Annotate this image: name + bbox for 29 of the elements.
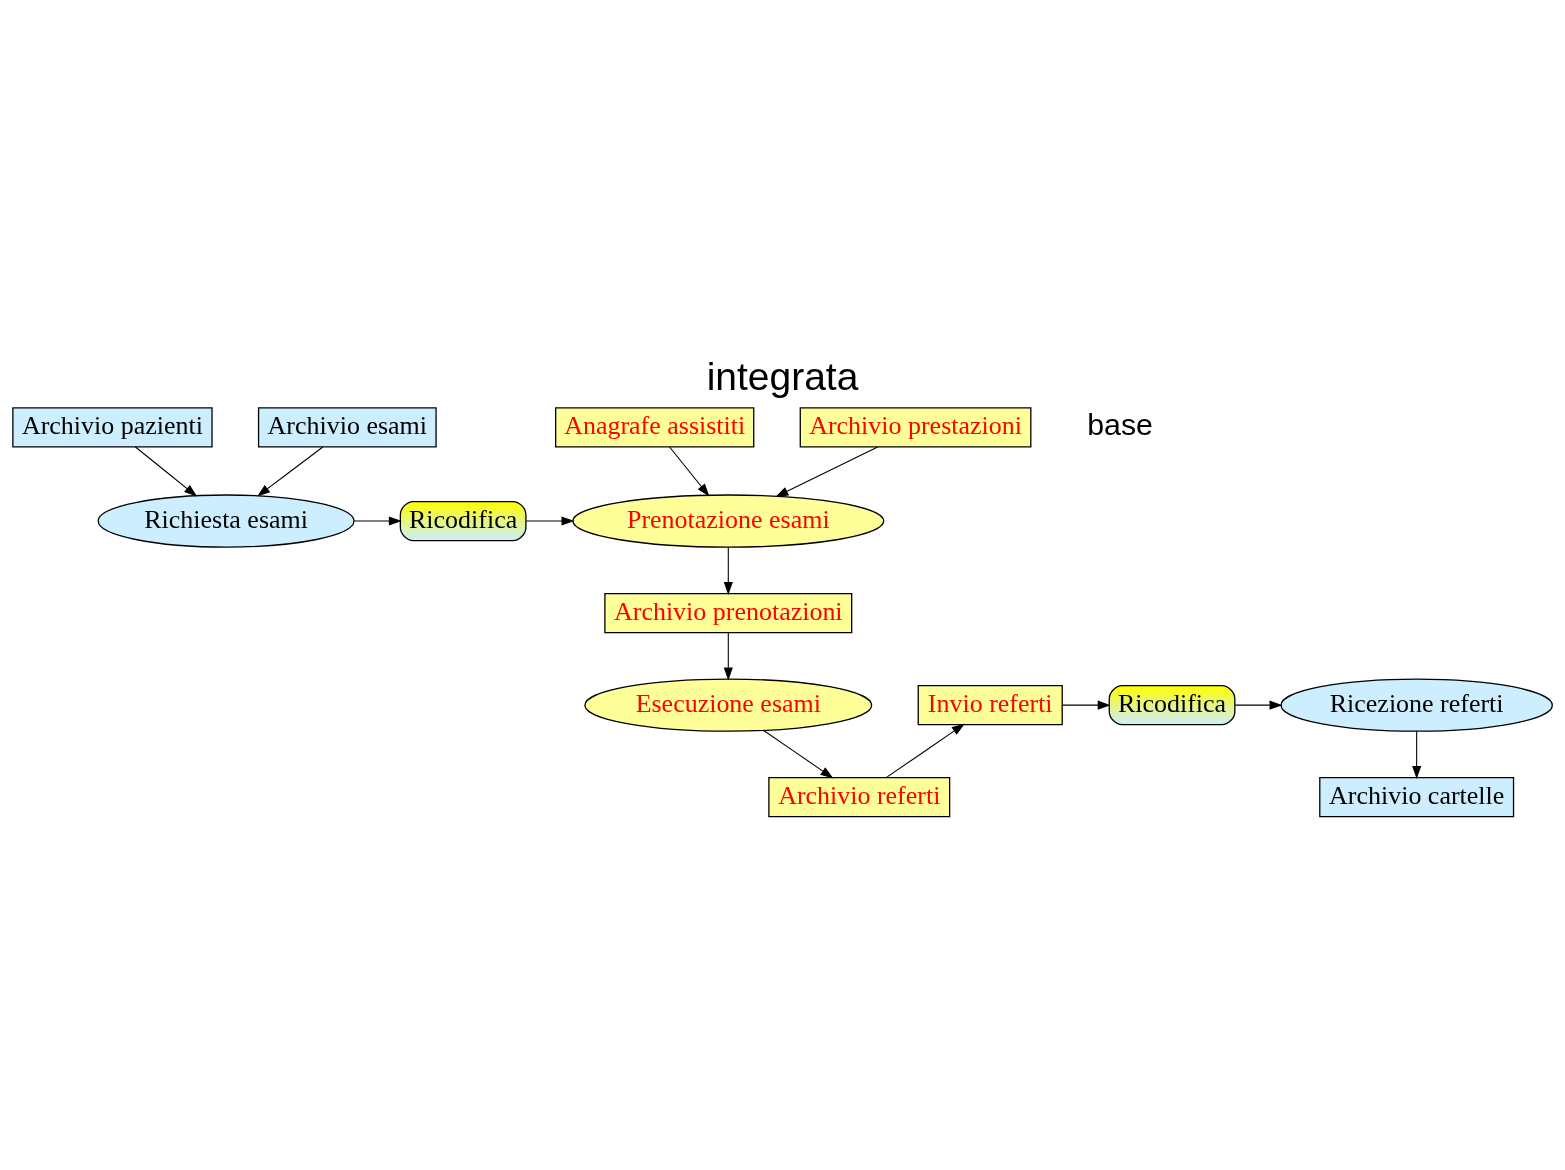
arrow bbox=[775, 445, 879, 497]
arrow bbox=[257, 445, 324, 497]
label: base bbox=[1087, 407, 1153, 441]
node-box: Archivio referti bbox=[768, 776, 951, 817]
node-box: Anagrafe assistiti bbox=[555, 406, 755, 447]
arrow bbox=[1412, 730, 1422, 779]
node-ellipse: Richiesta esami bbox=[97, 493, 355, 548]
node-ellipse: Ricezione referti bbox=[1280, 677, 1553, 732]
node-box: Ricodifica bbox=[399, 500, 527, 541]
node-box: Ricodifica bbox=[1108, 684, 1236, 725]
arrow bbox=[669, 445, 710, 496]
arrow bbox=[1061, 700, 1111, 710]
arrow bbox=[353, 516, 402, 526]
node-box: Archivio pazienti bbox=[12, 406, 213, 447]
arrow bbox=[763, 729, 834, 778]
node-ellipse: Prenotazione esami bbox=[572, 493, 885, 548]
node-box: Archivio esami bbox=[257, 406, 437, 447]
diagram-title: integrata bbox=[706, 354, 859, 398]
arrow bbox=[1234, 700, 1283, 710]
node-box: Archivio prestazioni bbox=[799, 406, 1032, 447]
arrow bbox=[723, 631, 733, 681]
node-box: Archivio cartelle bbox=[1319, 776, 1515, 817]
node-box: Invio referti bbox=[917, 684, 1063, 725]
node-ellipse: Esecuzione esami bbox=[584, 677, 873, 732]
arrow bbox=[525, 516, 575, 526]
arrow bbox=[723, 546, 733, 595]
arrow bbox=[134, 445, 198, 497]
arrow bbox=[885, 723, 965, 778]
node-box: Archivio prenotazioni bbox=[604, 592, 853, 633]
